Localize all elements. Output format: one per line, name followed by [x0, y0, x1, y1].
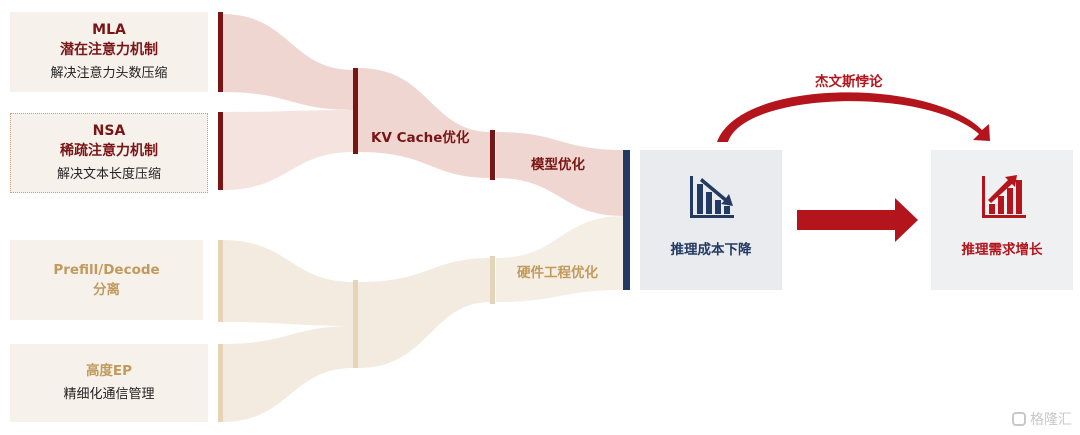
bar-kv-cache	[353, 68, 358, 154]
bar-hardware	[490, 256, 495, 304]
flow-model-to-result	[496, 132, 624, 216]
source-nsa: NSA 稀疏注意力机制 解决文本长度压缩	[10, 113, 208, 193]
pd-title: Prefill/Decode	[53, 262, 160, 278]
nsa-title: NSA	[92, 123, 126, 139]
ep-desc: 精细化通信管理	[63, 387, 155, 402]
kv-cache-label: KV Cache优化	[371, 130, 470, 146]
bar-gold-mid	[353, 280, 358, 368]
right-arrow	[797, 198, 918, 242]
bar-model	[490, 130, 495, 180]
cost-down-card	[640, 150, 782, 290]
mla-subtitle: 潜在注意力机制	[60, 42, 158, 58]
flow-mla-to-kv	[222, 14, 354, 110]
bar-result	[623, 150, 630, 290]
flow-pd-to-mid	[222, 240, 354, 326]
nsa-desc: 解决文本长度压缩	[56, 167, 161, 182]
bar-nsa	[218, 112, 223, 190]
flow-nsa-to-kv	[222, 110, 354, 190]
nsa-subtitle: 稀疏注意力机制	[60, 143, 158, 159]
source-prefill-decode: Prefill/Decode 分离	[10, 240, 203, 320]
bar-pd	[218, 240, 223, 322]
watermark-text: 格隆汇	[1030, 412, 1072, 428]
hardware-label: 硬件工程优化	[517, 265, 598, 281]
cost-down-label: 推理成本下降	[670, 242, 752, 258]
curved-arrow	[717, 92, 990, 142]
demand-up-card	[931, 150, 1073, 290]
watermark: 格隆汇	[1012, 409, 1072, 429]
bar-ep	[218, 344, 223, 422]
flow-hardware-to-result	[496, 216, 624, 302]
flow-kv-to-model	[358, 68, 491, 178]
pd-subtitle: 分离	[93, 282, 120, 298]
watermark-logo-icon	[1012, 412, 1026, 426]
model-label: 模型优化	[531, 157, 585, 173]
source-mla: MLA 潜在注意力机制 解决注意力头数压缩	[10, 12, 208, 92]
source-ep: 高度EP 精细化通信管理	[10, 344, 208, 422]
ep-title: 高度EP	[85, 363, 133, 379]
flow-ep-to-mid	[222, 326, 354, 422]
bar-mla	[218, 12, 223, 92]
demand-up-label: 推理需求增长	[961, 242, 1043, 258]
mla-desc: 解决注意力头数压缩	[50, 66, 168, 81]
flow-mid-to-hardware	[358, 258, 491, 368]
jevons-paradox-label: 杰文斯悖论	[815, 74, 883, 90]
mla-title: MLA	[92, 22, 126, 38]
